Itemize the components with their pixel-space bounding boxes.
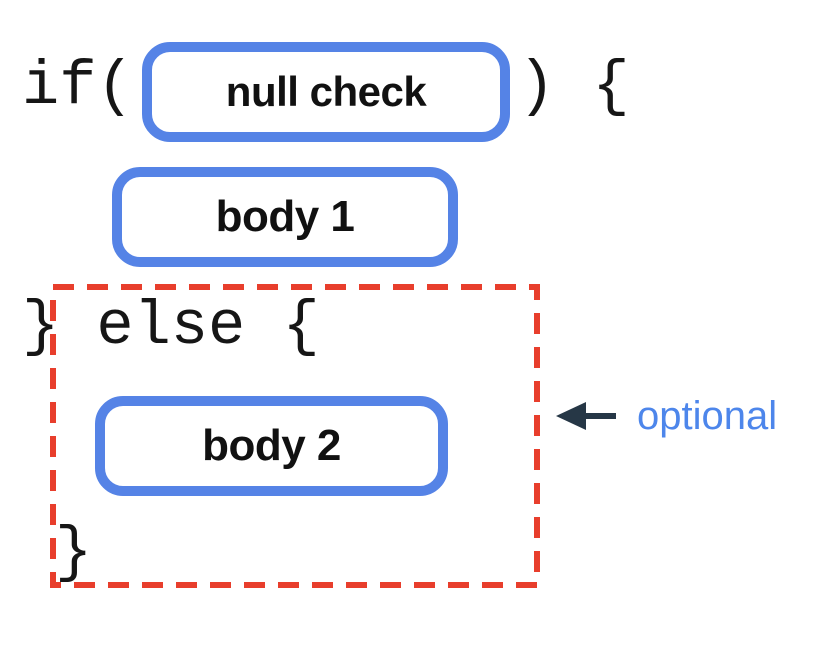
body1-box: body 1 xyxy=(112,167,458,267)
body2-box: body 2 xyxy=(95,396,448,496)
optional-annotation-label: optional xyxy=(637,394,778,438)
condition-box: null check xyxy=(142,42,510,142)
arrow-left-icon xyxy=(556,402,616,430)
closing-brace-code-text: } xyxy=(55,517,93,588)
if-close-code-text: ) { xyxy=(518,51,630,122)
else-code-text: } else { xyxy=(22,291,320,362)
if-open-code-text: if( xyxy=(22,51,134,122)
body2-box-label: body 2 xyxy=(202,421,341,470)
body1-box-label: body 1 xyxy=(215,192,355,241)
condition-box-label: null check xyxy=(225,68,427,115)
